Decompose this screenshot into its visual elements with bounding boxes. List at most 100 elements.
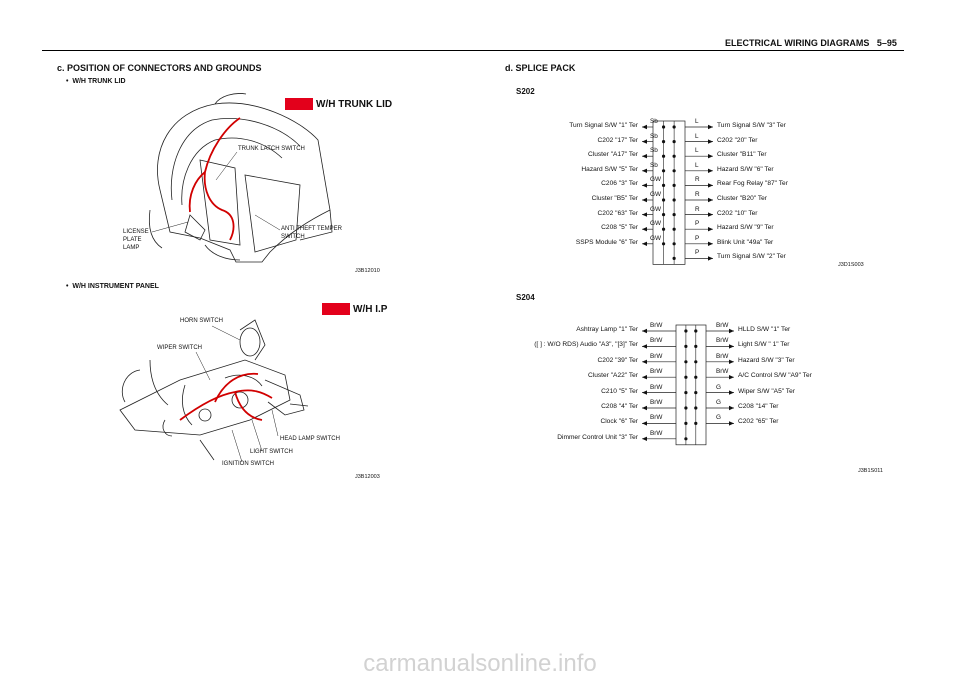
splice-terminal-label: C208 "14" Ter — [738, 403, 779, 410]
section-title-connectors: c. POSITION OF CONNECTORS AND GROUNDS — [57, 63, 262, 73]
wire-color-code: GW — [650, 176, 662, 184]
arrow-icon — [729, 390, 734, 395]
label-license-1: LICENSE — [123, 229, 149, 235]
arrow-icon — [642, 168, 647, 173]
badge-trunk-lid-text: W/H TRUNK LID — [316, 98, 393, 110]
arrow-icon — [642, 227, 647, 232]
arrow-icon — [708, 154, 713, 159]
label-anti-theft-1: ANTI THEFT TEMPER — [281, 226, 343, 232]
arrow-icon — [729, 375, 734, 380]
wire-color-code: G — [716, 383, 721, 391]
wire-color-code: BrW — [650, 383, 663, 391]
splice-terminal-label: C202 "17" Ter — [597, 136, 638, 144]
wire-color-code: BrW — [650, 399, 663, 406]
splice-junction-dot — [684, 329, 688, 333]
arrow-icon — [708, 212, 713, 217]
splice-junction-dot — [672, 125, 676, 129]
arrow-icon — [708, 139, 713, 144]
arrow-icon — [729, 344, 734, 349]
arrow-icon — [642, 359, 647, 364]
label-ignition-switch: IGNITION SWITCH — [222, 461, 274, 467]
splice-junction-dot — [684, 375, 688, 379]
arrow-icon — [642, 124, 647, 130]
splice-junction-dot — [672, 213, 676, 217]
wire-color-code: GW — [650, 220, 662, 228]
figure-code-s204: J3B1S011 — [858, 468, 883, 474]
splice-terminal-label: Cluster "A17" Ter — [587, 151, 638, 159]
arrow-icon — [729, 421, 734, 426]
splice-junction-dot — [672, 198, 676, 202]
badge-swatch — [322, 303, 350, 315]
wire-color-code: R — [695, 205, 700, 213]
figure-code-trunk: J3B12010 — [355, 268, 380, 274]
arrow-icon — [708, 168, 713, 173]
arrow-icon — [642, 183, 647, 188]
splice-terminal-label: Turn Signal S/W "2" Ter — [717, 253, 786, 261]
arrow-icon — [642, 154, 647, 159]
wire-color-code: BrW — [650, 322, 663, 329]
wire-color-code: G — [716, 399, 721, 406]
badge-ip-text: W/H I.P — [353, 303, 388, 315]
splice-terminal-label: Clock "6" Ter — [600, 418, 638, 426]
splice-connector-block — [675, 324, 707, 446]
splice-terminal-label: Wiper S/W "A5" Ter — [738, 387, 795, 395]
arrow-icon — [642, 139, 647, 144]
wire-color-code: BrW — [650, 429, 663, 437]
splice-junction-dot — [684, 406, 688, 410]
splice-terminal-label: C202 "39" Ter — [597, 356, 638, 364]
wire-color-code: L — [695, 118, 699, 125]
splice-terminal-label: Turn Signal S/W "3" Ter — [717, 122, 786, 129]
splice-terminal-label: C206 "3" Ter — [601, 180, 638, 188]
splice-terminal-label: Blink Unit "49a" Ter — [717, 238, 774, 246]
arrow-icon — [729, 359, 734, 364]
bullet-instrument-panel: • W/H INSTRUMENT PANEL — [66, 283, 159, 290]
label-trunk-latch: TRUNK LATCH SWITCH — [238, 146, 305, 152]
splice-junction-dot — [684, 421, 688, 425]
arrow-icon — [642, 241, 647, 246]
splice-terminal-label: Hazard S/W "9" Ter — [717, 224, 774, 232]
watermark: carmanualsonline.info — [363, 650, 597, 677]
splice-junction-dot — [661, 169, 666, 173]
splice-junction-dot — [694, 360, 698, 364]
wire-color-code: BrW — [716, 337, 729, 345]
wire-color-code: GW — [650, 205, 662, 213]
splice-terminal-label: Cluster "B5" Ter — [591, 195, 638, 202]
splice-junction-dot — [672, 154, 676, 158]
label-head-lamp-switch: HEAD LAMP SWITCH — [280, 436, 340, 442]
wire-color-code: BrW — [650, 337, 663, 345]
arrow-icon — [708, 227, 713, 232]
splice-terminal-label: C210 "5" Ter — [601, 387, 638, 395]
splice-junction-dot — [661, 154, 666, 158]
splice-junction-dot — [684, 437, 688, 441]
arrow-icon — [642, 375, 647, 380]
splice-junction-dot — [694, 375, 698, 379]
page-number: 5–95 — [876, 38, 897, 48]
arrow-icon — [708, 124, 713, 130]
wire-color-code: Sb — [650, 147, 658, 155]
wire-color-code: L — [695, 132, 699, 140]
wire-color-code: BrW — [716, 352, 729, 360]
splice-terminal-label: C202 "63" Ter — [597, 209, 638, 217]
wire-color-code: BrW — [716, 368, 729, 376]
splice-terminal-label: Dimmer Control Unit "3" Ter — [557, 433, 638, 441]
splice-junction-dot — [672, 256, 676, 260]
header-title: ELECTRICAL WIRING DIAGRAMS — [725, 38, 870, 48]
splice-junction-dot — [672, 140, 676, 144]
arrow-icon — [642, 197, 647, 203]
splice-junction-dot — [684, 360, 688, 364]
splice-terminal-label: C208 "5" Ter — [601, 224, 638, 232]
page-header: ELECTRICAL WIRING DIAGRAMS 5–95 — [725, 38, 897, 48]
splice-s202-title: S202 — [516, 87, 535, 96]
arrow-icon — [729, 405, 734, 411]
bullet-trunk-lid: • W/H TRUNK LID — [66, 78, 126, 85]
wire-color-code: P — [695, 234, 700, 242]
label-wiper-switch: WIPER SWITCH — [157, 345, 202, 351]
splice-terminal-label: Cluster "B20" Ter — [717, 195, 768, 202]
wire-color-code: L — [695, 161, 699, 169]
bullet-ip-label: W/H INSTRUMENT PANEL — [72, 283, 159, 290]
splice-junction-dot — [694, 406, 698, 410]
arrow-icon — [642, 421, 647, 426]
bullet-trunk-lid-label: W/H TRUNK LID — [72, 78, 126, 85]
label-light-switch: LIGHT SWITCH — [250, 449, 293, 455]
